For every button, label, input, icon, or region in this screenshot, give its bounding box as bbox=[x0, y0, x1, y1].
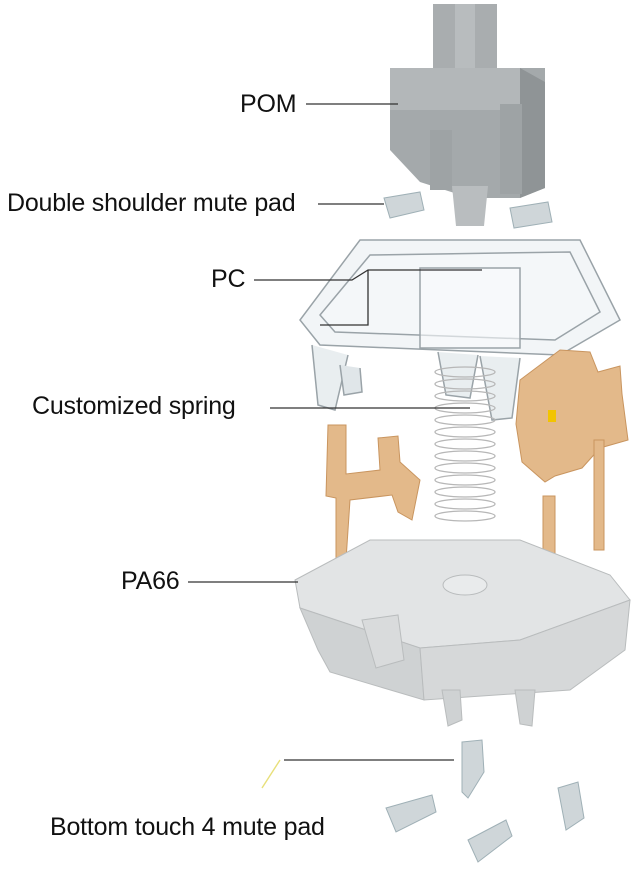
housing-window bbox=[419, 267, 521, 349]
base-pin-left bbox=[441, 689, 463, 727]
label-pa66: PA66 bbox=[121, 567, 180, 595]
spring-coil bbox=[434, 498, 496, 510]
stem-leg-right bbox=[500, 104, 522, 194]
base-side bbox=[419, 599, 631, 701]
spring-coil bbox=[434, 450, 496, 462]
bottom-mute-pads bbox=[385, 739, 585, 863]
stem-pole bbox=[452, 186, 488, 226]
stem-leg-left bbox=[430, 130, 452, 190]
accent-line-bottom bbox=[261, 759, 281, 789]
stem-cross-shade bbox=[455, 4, 475, 74]
spring-coil bbox=[434, 510, 496, 522]
spring-coil bbox=[434, 378, 496, 390]
leader-lines bbox=[188, 103, 482, 761]
contact-right bbox=[515, 349, 629, 483]
spring-coil bbox=[434, 414, 496, 426]
spring-coil bbox=[434, 462, 496, 474]
label-double-shoulder-mute-pad: Double shoulder mute pad bbox=[7, 189, 296, 217]
leader-line-pc-bracket bbox=[320, 270, 369, 326]
base-center-post bbox=[442, 574, 488, 596]
label-pom: POM bbox=[240, 90, 297, 118]
pom-stem bbox=[390, 4, 545, 226]
contact-right-pin bbox=[593, 439, 605, 551]
bottom-mute-pad-bottom bbox=[467, 819, 513, 863]
spring-coil bbox=[434, 366, 496, 378]
bottom-mute-pad-top bbox=[461, 739, 485, 799]
pc-housing bbox=[299, 239, 621, 421]
double-shoulder-mute-pads bbox=[383, 191, 553, 229]
pa66-base bbox=[294, 539, 631, 727]
spring-coil bbox=[434, 486, 496, 498]
spring-coil bbox=[434, 474, 496, 486]
label-customized-spring: Customized spring bbox=[32, 392, 236, 420]
customized-spring bbox=[434, 366, 496, 522]
stem-body-side bbox=[520, 68, 545, 198]
mute-pad-right bbox=[509, 201, 553, 229]
base-pin-right bbox=[514, 689, 536, 727]
base-clip bbox=[361, 614, 405, 669]
housing-clip-right bbox=[339, 364, 363, 396]
stem-body-front bbox=[390, 68, 520, 110]
spring-coil bbox=[434, 390, 496, 402]
bottom-mute-pad-left bbox=[385, 794, 437, 833]
leader-line-pc bbox=[254, 269, 482, 281]
label-pc: PC bbox=[211, 265, 246, 293]
contact-left bbox=[325, 424, 421, 561]
label-bottom-touch-mute-pad: Bottom touch 4 mute pad bbox=[50, 813, 325, 841]
spring-coil bbox=[434, 426, 496, 438]
spring-coil bbox=[434, 438, 496, 450]
contact-hotspot bbox=[548, 410, 556, 422]
bottom-mute-pad-right bbox=[557, 781, 585, 831]
mute-pad-left bbox=[383, 191, 425, 219]
